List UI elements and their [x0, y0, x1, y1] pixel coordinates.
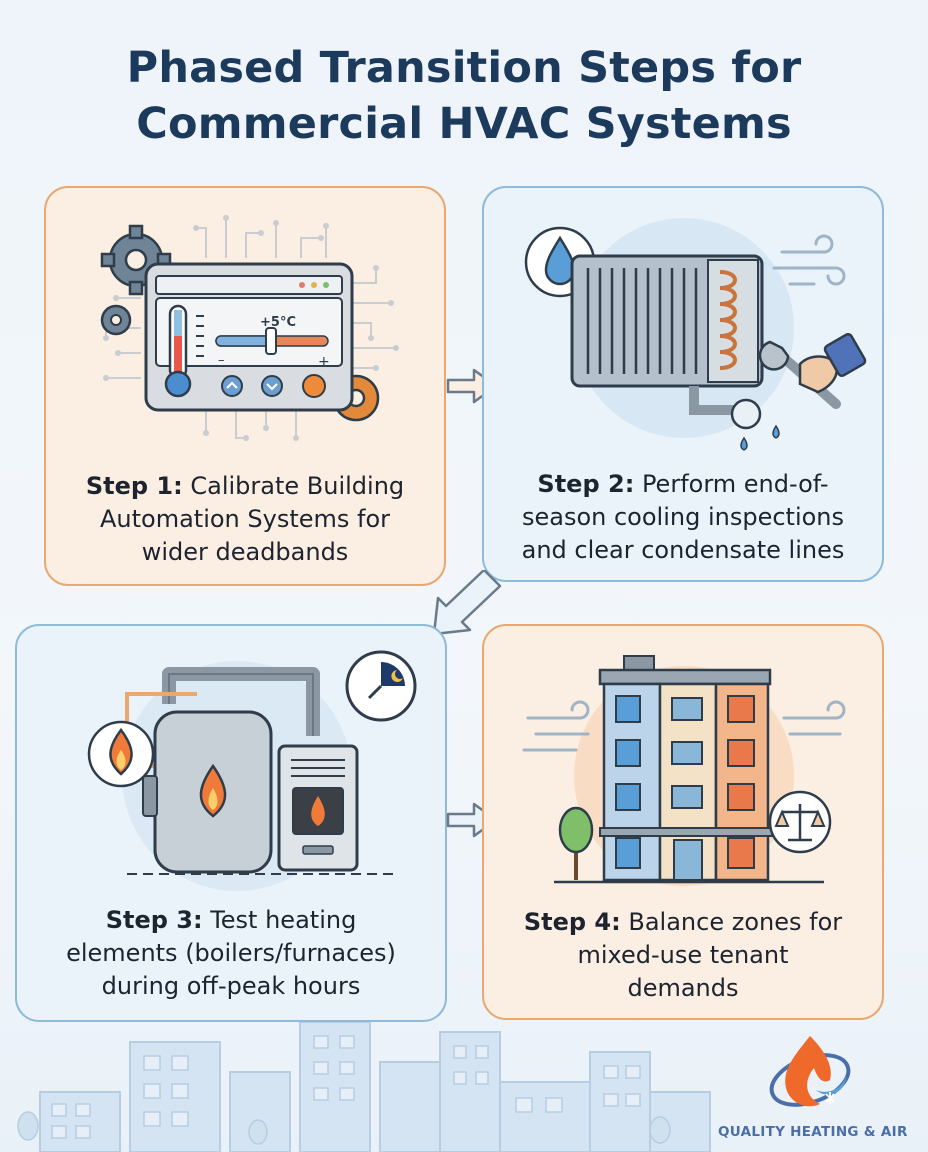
step-2-label: Step 2: [537, 470, 635, 498]
title-line-2: Commercial HVAC Systems [136, 99, 792, 149]
panel-down-button[interactable] [261, 375, 283, 397]
step-3-caption: Step 3: Test heating elements (boilers/f… [66, 906, 396, 1000]
brand-name: QUALITY HEATING & AIR [718, 1124, 908, 1140]
wrench-icon [758, 332, 867, 409]
tree-icon [558, 806, 594, 880]
clock-moon-icon [345, 650, 417, 722]
step-3-label: Step 3: [105, 906, 203, 934]
building-zones-illustration [522, 655, 846, 886]
step-4-label: Step 4: [523, 908, 621, 936]
balance-scale-icon [768, 790, 832, 854]
slider-minus-label: – [218, 353, 225, 368]
slider-plus-label: + [318, 354, 330, 370]
thermostat-readout: +5°C [260, 315, 296, 330]
title-line-1: Phased Transition Steps for [126, 43, 802, 93]
panel-up-button[interactable] [221, 375, 243, 397]
page-title: Phased Transition Steps for Commercial H… [0, 40, 928, 152]
logo-icon [769, 1036, 851, 1107]
flame-icon [87, 720, 155, 788]
cooling-unit-illustration [524, 218, 867, 451]
step-1-caption: Step 1: Calibrate Building Automation Sy… [85, 472, 405, 566]
automation-panel-illustration: +5°C – + [100, 215, 399, 441]
gear-icon [100, 304, 132, 336]
wind-icon [772, 234, 846, 286]
city-skyline-background [17, 1022, 711, 1152]
deadband-slider-handle[interactable] [265, 327, 277, 355]
step-2-caption: Step 2: Perform end-of- season cooling i… [521, 470, 845, 564]
step-2-card: Step 2: Perform end-of- season cooling i… [482, 186, 884, 582]
wind-icon [522, 700, 846, 752]
step-1-label: Step 1: [85, 472, 183, 500]
thermometer-icon [164, 304, 192, 398]
step-4-caption: Step 4: Balance zones for mixed-use tena… [523, 908, 843, 1002]
boiler-furnace-illustration [87, 650, 417, 891]
panel-power-button[interactable] [302, 374, 326, 398]
step-1-card: +5°C – + Step 1: Calibrate Building Auto… [44, 186, 446, 586]
step-3-card: Step 3: Test heating elements (boilers/f… [15, 624, 447, 1022]
step-4-card: Step 4: Balance zones for mixed-use tena… [482, 624, 884, 1020]
